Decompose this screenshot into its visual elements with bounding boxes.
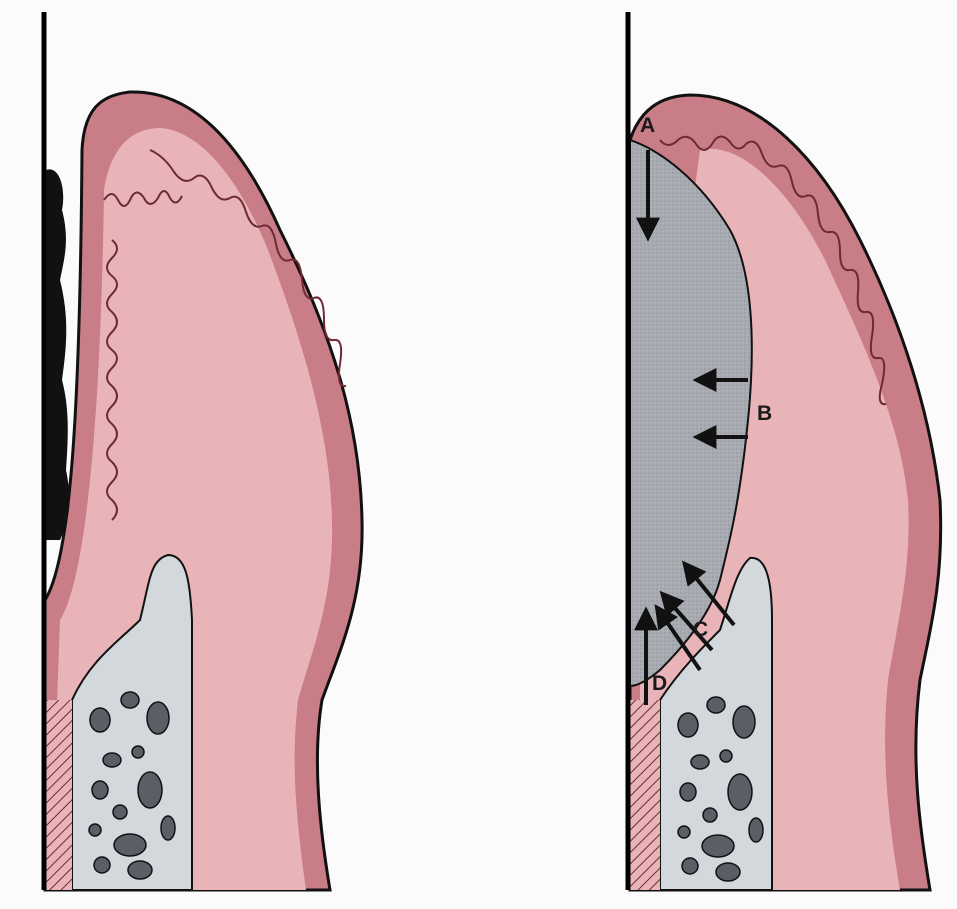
left-panel: [44, 12, 362, 890]
label-a: A: [640, 114, 655, 137]
right-panel: A B C D: [628, 12, 941, 890]
label-b: B: [757, 402, 772, 425]
left-plaque: [46, 169, 69, 540]
left-root-hatch: [46, 700, 72, 890]
label-c: C: [693, 618, 708, 641]
label-d: D: [652, 672, 667, 695]
right-root-hatch: [630, 700, 660, 890]
